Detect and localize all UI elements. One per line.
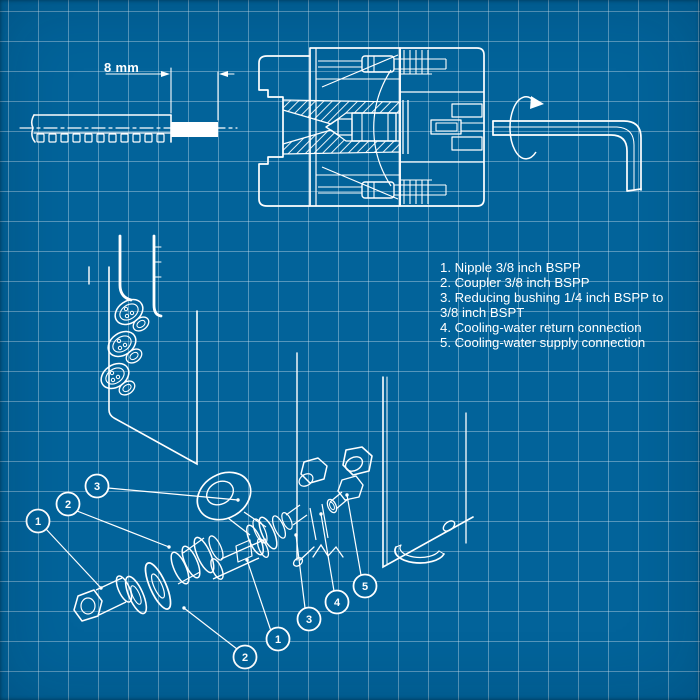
set-screw-socket bbox=[430, 119, 484, 135]
callout-label: 2 bbox=[242, 652, 248, 664]
callout-label: 2 bbox=[65, 499, 71, 511]
callout-1-lower: 1 bbox=[265, 626, 291, 652]
callout-label: 5 bbox=[362, 581, 368, 593]
nozzle-hatch-upper bbox=[282, 99, 401, 125]
callout-2-lower: 2 bbox=[232, 644, 258, 670]
right-block bbox=[399, 47, 485, 207]
stripped-conductor bbox=[171, 122, 218, 137]
callout-2-upper: 2 bbox=[55, 491, 81, 517]
coupler-b bbox=[246, 515, 287, 556]
dimension-label: 8 mm bbox=[104, 60, 140, 75]
callout-label: 3 bbox=[306, 614, 312, 626]
cross-section-view bbox=[258, 47, 485, 207]
callout-3-upper: 3 bbox=[84, 473, 110, 499]
callout-label: 1 bbox=[275, 634, 281, 646]
parts-list-item: 2. Coupler 3/8 inch BSPP bbox=[440, 275, 590, 290]
callout-3-lower: 3 bbox=[296, 606, 322, 632]
rotation-arrow bbox=[509, 96, 544, 160]
callout-4-lower: 4 bbox=[324, 589, 350, 615]
torch-tube-left bbox=[118, 234, 133, 302]
hex-nut bbox=[342, 446, 373, 476]
cable-braid-ribs bbox=[36, 133, 165, 143]
cooling-elbow-cluster bbox=[281, 446, 373, 541]
hex-nipple-a bbox=[73, 577, 127, 622]
screw-hole bbox=[442, 520, 456, 532]
dimension-arrow-left bbox=[219, 71, 228, 77]
callout-label: 1 bbox=[35, 516, 41, 528]
cable-end-drawing bbox=[19, 67, 238, 143]
coupler-a bbox=[115, 535, 224, 615]
callout-label: 3 bbox=[94, 481, 100, 493]
callout-label: 4 bbox=[334, 597, 341, 609]
callout-1-upper: 1 bbox=[25, 508, 51, 534]
callout-leaders bbox=[45, 487, 362, 650]
section-arc bbox=[373, 69, 392, 187]
callout-5-lower: 5 bbox=[352, 573, 378, 599]
dimension-arrow-right bbox=[161, 71, 170, 77]
parts-list: 1. Nipple 3/8 inch BSPP 2. Coupler 3/8 i… bbox=[440, 260, 680, 350]
nozzle-hatch-lower bbox=[282, 129, 401, 155]
xlr-connector bbox=[114, 298, 150, 332]
torch-tube-right bbox=[152, 234, 163, 318]
parts-list-item: 3. Reducing bushing 1/4 inch BSPP to 3/8… bbox=[440, 290, 664, 320]
exploded-fitting-chain bbox=[73, 446, 373, 622]
callout-badges: 1 2 3 2 1 3 4 bbox=[25, 473, 378, 670]
xlr-connector bbox=[100, 362, 136, 396]
parts-list-item: 1. Nipple 3/8 inch BSPP bbox=[440, 260, 581, 275]
parts-list-item: 4. Cooling-water return connection bbox=[440, 320, 642, 335]
xlr-connector bbox=[107, 330, 143, 364]
bottom-bolt bbox=[318, 166, 447, 200]
left-panel-edges bbox=[88, 234, 298, 561]
right-block-fins bbox=[400, 50, 432, 204]
xlr-connectors bbox=[100, 298, 150, 396]
top-bolt bbox=[318, 54, 447, 88]
rubber-foot bbox=[394, 544, 445, 564]
parts-list-item: 5. Cooling-water supply connection bbox=[440, 335, 646, 350]
reducing-bushing-flange bbox=[196, 471, 268, 544]
left-body-outline bbox=[258, 55, 310, 207]
collar-fitting bbox=[337, 475, 364, 501]
dimension-lines bbox=[105, 67, 235, 121]
allen-key bbox=[492, 120, 642, 192]
nipple-b bbox=[210, 538, 270, 580]
elbow-hex-flange bbox=[300, 457, 328, 484]
right-panel-edges bbox=[292, 376, 474, 569]
